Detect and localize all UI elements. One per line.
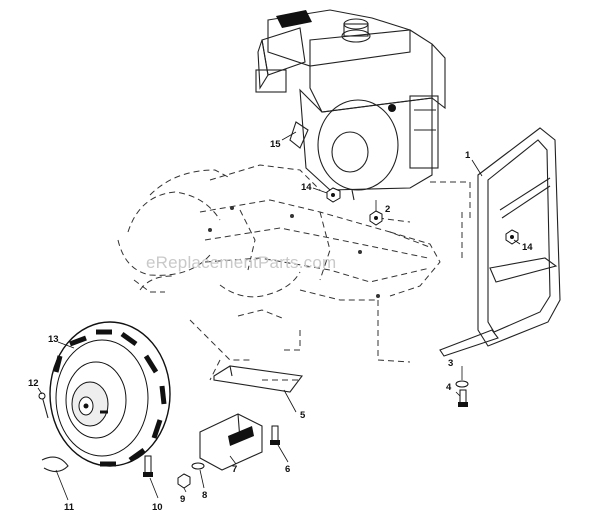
callout-14-upper: 14 (301, 182, 312, 193)
tine-assembly-phantom (117, 164, 471, 381)
callout-2: 2 (385, 204, 390, 215)
hardware (38, 187, 519, 489)
callout-14-right: 14 (522, 242, 533, 253)
callout-11: 11 (64, 502, 75, 513)
callout-3: 3 (448, 358, 453, 369)
callout-8: 8 (202, 490, 207, 501)
engine (255, 9, 446, 201)
callout-7: 7 (232, 464, 237, 475)
callout-9: 9 (180, 494, 185, 505)
callout-13: 13 (48, 334, 59, 345)
callout-1: 1 (465, 150, 471, 161)
watermark: eReplacementParts.com (146, 253, 336, 272)
callout-15: 15 (270, 139, 281, 150)
wheel-tire (49, 321, 171, 467)
leader-lines (37, 131, 521, 501)
callout-5: 5 (300, 410, 306, 421)
callout-4: 4 (446, 382, 452, 393)
callout-10: 10 (152, 502, 163, 513)
bumper-frame (439, 127, 561, 357)
callout-12: 12 (28, 378, 39, 389)
callout-6: 6 (285, 464, 290, 475)
